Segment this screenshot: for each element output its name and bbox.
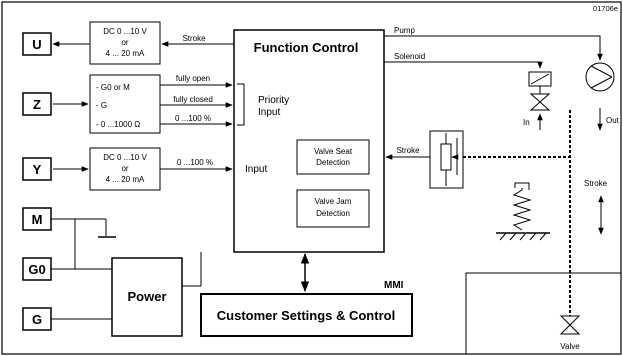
valve-label: Valve — [560, 342, 580, 351]
terminal-u-label: U — [32, 37, 41, 52]
stroke-sensor-box — [429, 130, 464, 189]
plant-region-border — [465, 272, 621, 354]
priority-input-bracket — [237, 83, 245, 126]
pump-icon — [585, 62, 615, 92]
in-label: In — [523, 118, 530, 127]
valve-seat-line1: Valve Seat — [314, 147, 353, 156]
power-label: Power — [127, 289, 166, 304]
terminal-u: U — [22, 32, 52, 56]
solenoid-label: Solenoid — [394, 52, 425, 61]
power-block — [111, 257, 183, 337]
y-box-line3: 4 ... 20 mA — [106, 175, 145, 184]
z-box-option1: - G0 or M — [96, 83, 130, 92]
actuator-spring-icon — [496, 182, 550, 241]
valve-jam-detection-box: Valve Jam Detection — [296, 189, 370, 228]
stroke-label: Stroke — [584, 179, 608, 188]
y-input-box: DC 0 ...10 V or 4 ... 20 mA — [89, 147, 161, 191]
function-control-block — [233, 29, 385, 253]
terminal-m: M — [22, 207, 52, 231]
terminal-g-label: G — [32, 312, 42, 327]
solenoid-signal-line — [384, 61, 541, 64]
valve-jam-line1: Valve Jam — [315, 197, 352, 206]
priority-input-line2: Input — [258, 107, 280, 118]
y-signal-percent: 0 ...100 % — [177, 158, 213, 167]
u-box-line3: 4 ... 20 mA — [106, 49, 145, 58]
figure-id: 01706e — [593, 4, 618, 13]
pump-signal-line — [384, 35, 603, 61]
terminal-y-label: Y — [33, 162, 42, 177]
y-box-line1: DC 0 ...10 V — [103, 153, 147, 162]
z-input-box: - G0 or M - G - 0 ...1000 Ω — [89, 74, 161, 134]
z-signal-fully-closed: fully closed — [173, 95, 213, 104]
out-label: Out — [606, 116, 620, 125]
terminal-m-label: M — [32, 212, 43, 227]
z-box-option3: - 0 ...1000 Ω — [96, 120, 140, 129]
z-signal-percent: 0 ...100 % — [175, 114, 211, 123]
u-output-box: DC 0 ...10 V or 4 ... 20 mA — [89, 21, 161, 65]
valve-icon — [559, 315, 581, 335]
terminal-z: Z — [22, 92, 52, 116]
valve-seat-detection-box: Valve Seat Detection — [296, 139, 370, 175]
z-box-option2: - G — [96, 101, 107, 110]
u-stroke-signal: Stroke — [182, 34, 206, 43]
stroke-signal-label: Stroke — [396, 146, 420, 155]
input-label: Input — [245, 164, 267, 175]
priority-input-line1: Priority — [258, 95, 289, 106]
terminal-g: G — [22, 307, 52, 331]
customer-settings-label: Customer Settings & Control — [217, 308, 395, 323]
function-control-title: Function Control — [254, 40, 359, 55]
terminal-g0-label: G0 — [28, 262, 45, 277]
mmi-label: MMI — [384, 280, 404, 291]
terminal-z-label: Z — [33, 97, 41, 112]
potentiometer-icon — [440, 133, 459, 186]
z-signal-fully-open: fully open — [176, 74, 210, 83]
terminal-g0: G0 — [22, 257, 52, 281]
y-box-line2: or — [121, 164, 128, 173]
solenoid-valve-icon — [528, 71, 552, 111]
terminal-y: Y — [22, 157, 52, 181]
pump-label: Pump — [394, 26, 415, 35]
customer-settings-block — [200, 293, 413, 337]
valve-jam-line2: Detection — [316, 209, 350, 218]
valve-seat-line2: Detection — [316, 158, 350, 167]
u-box-line1: DC 0 ...10 V — [103, 27, 147, 36]
u-box-line2: or — [121, 38, 128, 47]
